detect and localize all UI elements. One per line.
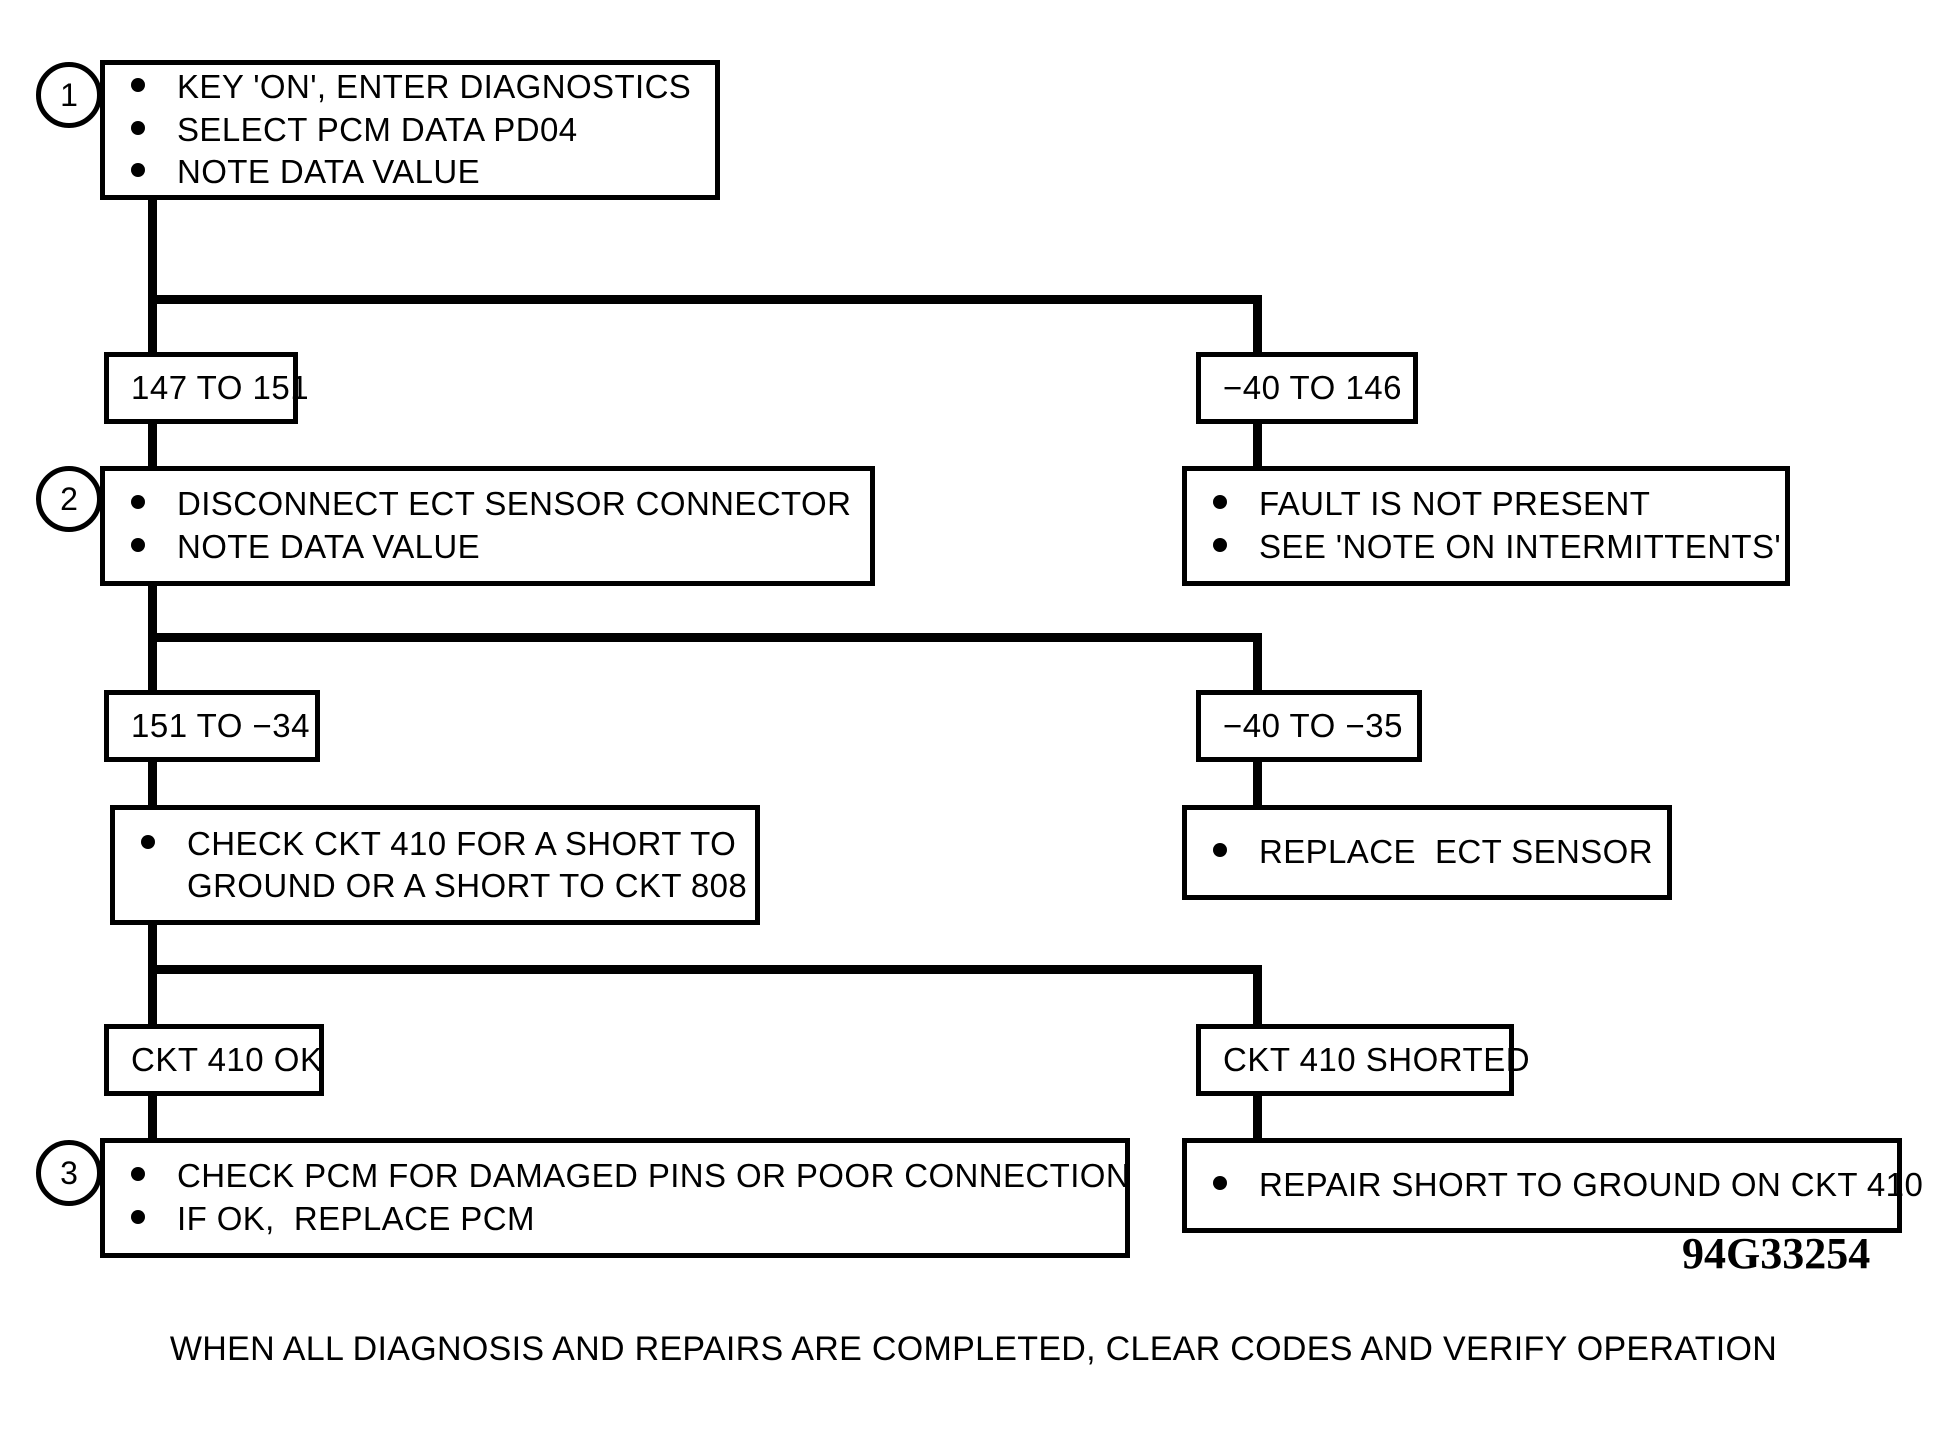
bullet-item: REPAIR SHORT TO GROUND ON CKT 410: [1213, 1164, 1923, 1207]
connector-branch1-right-down: [1253, 295, 1262, 365]
bullet-dot-icon: [131, 1210, 145, 1224]
bullet-dot-icon: [131, 163, 145, 178]
connector-branch3-right-down: [1253, 965, 1262, 1040]
bullet-text: NOTE DATA VALUE: [177, 153, 481, 191]
bullet-item: NOTE DATA VALUE: [131, 526, 854, 569]
bullet-text: KEY 'ON', ENTER DIAGNOSTICS: [177, 67, 692, 105]
branch2-left-label: 151 TO −34: [131, 707, 311, 744]
bullet-text: DISCONNECT ECT SENSOR CONNECTOR: [177, 485, 852, 523]
node-intermittent[interactable]: FAULT IS NOT PRESENT SEE 'NOTE ON INTERM…: [1182, 466, 1790, 586]
branch1-right-label: −40 TO 146: [1223, 369, 1403, 406]
bullet-item: IF OK, REPLACE PCM: [131, 1198, 1109, 1241]
bullet-item: REPLACE ECT SENSOR: [1213, 831, 1653, 874]
node-step1-bullets: KEY 'ON', ENTER DIAGNOSTICS SELECT PCM D…: [105, 65, 715, 195]
node-branch3-left[interactable]: CKT 410 OK: [104, 1024, 324, 1096]
step-number-2: 2: [36, 466, 102, 532]
bullet-item: CHECK PCM FOR DAMAGED PINS OR POOR CONNE…: [131, 1155, 1130, 1198]
bullet-text: NOTE DATA VALUE: [177, 528, 481, 565]
step-number-1: 1: [36, 62, 102, 128]
node-check-ckt410-bullets: CHECK CKT 410 FOR A SHORT TO GROUND OR A…: [115, 810, 755, 920]
bullet-item: SEE 'NOTE ON INTERMITTENTS': [1213, 526, 1781, 569]
figure-id: 94G33254: [1682, 1229, 1871, 1278]
figure-caption: WHEN ALL DIAGNOSIS AND REPAIRS ARE COMPL…: [169, 1330, 1778, 1368]
connector-branch1-horizontal: [148, 295, 1262, 304]
connector-branch3-horizontal: [148, 965, 1262, 974]
bullet-text: SEE 'NOTE ON INTERMITTENTS': [1259, 528, 1782, 565]
node-branch1-left[interactable]: 147 TO 151: [104, 352, 309, 424]
step-number-2-label: 2: [60, 481, 78, 517]
branch2-right-label: −40 TO −35: [1223, 707, 1403, 744]
node-repair-short[interactable]: REPAIR SHORT TO GROUND ON CKT 410: [1182, 1138, 1923, 1233]
step-number-1-label: 1: [60, 77, 78, 113]
bullet-dot-icon: [141, 834, 155, 849]
node-replace-sensor[interactable]: REPLACE ECT SENSOR: [1182, 805, 1672, 900]
bullet-dot-icon: [1213, 843, 1227, 858]
node-replace-sensor-bullets: REPLACE ECT SENSOR: [1187, 810, 1667, 895]
bullet-text: REPLACE ECT SENSOR: [1259, 833, 1653, 871]
bullet-item: SELECT PCM DATA PD04: [131, 109, 699, 152]
node-branch3-right[interactable]: CKT 410 SHORTED: [1196, 1024, 1530, 1096]
bullet-text: CHECK CKT 410 FOR A SHORT TO GROUND OR A…: [187, 824, 748, 904]
bullet-item: DISCONNECT ECT SENSOR CONNECTOR: [131, 483, 854, 526]
node-intermittent-bullets: FAULT IS NOT PRESENT SEE 'NOTE ON INTERM…: [1187, 471, 1785, 581]
step-number-3: 3: [36, 1140, 102, 1206]
step-number-3-label: 3: [60, 1155, 78, 1191]
bullet-item: NOTE DATA VALUE: [131, 151, 699, 194]
node-branch2-left[interactable]: 151 TO −34: [104, 690, 320, 762]
connector-branch2-right-down: [1253, 633, 1262, 703]
node-branch2-right[interactable]: −40 TO −35: [1196, 690, 1422, 762]
connector-step1-down: [148, 196, 157, 306]
bullet-text: REPAIR SHORT TO GROUND ON CKT 410: [1259, 1166, 1924, 1204]
bullet-item: CHECK CKT 410 FOR A SHORT TO GROUND OR A…: [141, 823, 747, 907]
connector-branch1-left-down: [148, 295, 157, 365]
bullet-dot-icon: [131, 495, 145, 510]
node-branch1-right[interactable]: −40 TO 146: [1196, 352, 1418, 424]
bullet-dot-icon: [1213, 1176, 1227, 1191]
bullet-dot-icon: [131, 120, 145, 135]
node-step1[interactable]: KEY 'ON', ENTER DIAGNOSTICS SELECT PCM D…: [100, 60, 720, 200]
node-repair-short-bullets: REPAIR SHORT TO GROUND ON CKT 410: [1187, 1143, 1923, 1228]
bullet-dot-icon: [131, 1167, 145, 1182]
branch1-left-label: 147 TO 151: [131, 369, 310, 406]
branch3-right-label: CKT 410 SHORTED: [1223, 1041, 1531, 1078]
branch3-left-label: CKT 410 OK: [131, 1041, 323, 1078]
bullet-dot-icon: [1213, 495, 1227, 510]
bullet-text: SELECT PCM DATA PD04: [177, 110, 578, 148]
bullet-dot-icon: [1213, 538, 1227, 552]
node-step3[interactable]: CHECK PCM FOR DAMAGED PINS OR POOR CONNE…: [100, 1138, 1130, 1258]
node-step2[interactable]: DISCONNECT ECT SENSOR CONNECTOR NOTE DAT…: [100, 466, 875, 586]
bullet-text: CHECK PCM FOR DAMAGED PINS OR POOR CONNE…: [177, 1157, 1131, 1195]
node-step3-bullets: CHECK PCM FOR DAMAGED PINS OR POOR CONNE…: [105, 1143, 1130, 1253]
bullet-item: FAULT IS NOT PRESENT: [1213, 483, 1769, 526]
node-step2-bullets: DISCONNECT ECT SENSOR CONNECTOR NOTE DAT…: [105, 471, 870, 581]
connector-branch2-horizontal: [148, 633, 1262, 642]
connector-ckt410shorted-to-repair: [1253, 1040, 1262, 1175]
bullet-text: FAULT IS NOT PRESENT: [1259, 485, 1651, 523]
connector-ckt410ok-to-step3: [148, 1040, 157, 1175]
bullet-item: KEY 'ON', ENTER DIAGNOSTICS: [131, 66, 699, 109]
bullet-dot-icon: [131, 538, 145, 552]
node-check-ckt410[interactable]: CHECK CKT 410 FOR A SHORT TO GROUND OR A…: [110, 805, 760, 925]
bullet-text: IF OK, REPLACE PCM: [177, 1200, 535, 1237]
bullet-dot-icon: [131, 77, 145, 92]
